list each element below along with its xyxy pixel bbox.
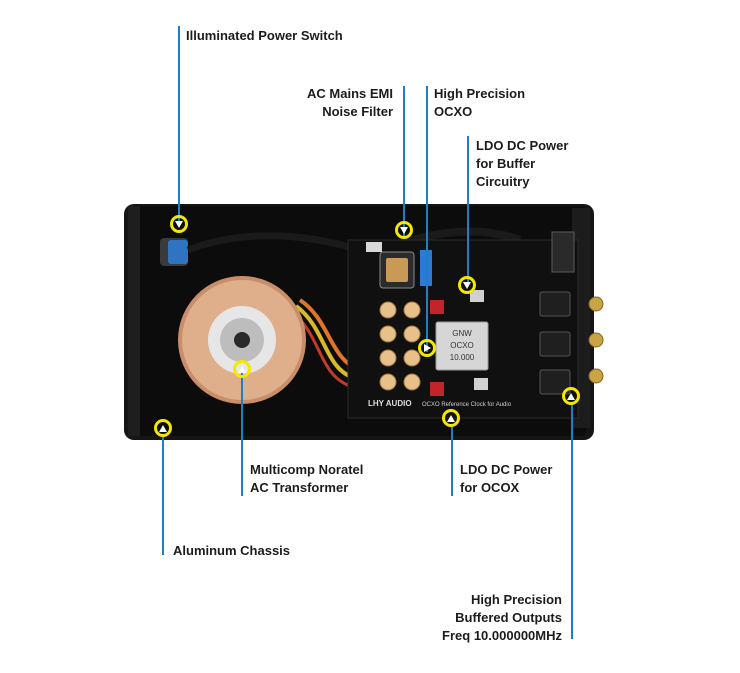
line-ocxo	[426, 86, 428, 352]
silk-brand: LHY AUDIO	[368, 399, 412, 408]
callout-ldo-ocxo: LDO DC Power for OCOX	[460, 462, 553, 495]
callout-power-switch: Illuminated Power Switch	[186, 28, 343, 43]
marker-chassis	[154, 419, 172, 437]
ocxo-can	[435, 321, 489, 371]
marker-ldo-buffer	[458, 276, 476, 294]
callout-transformer: Multicomp Noratel AC Transformer	[250, 462, 364, 495]
marker-power-switch	[170, 215, 188, 233]
wire-bundle-1	[186, 232, 362, 254]
connector-1	[366, 242, 382, 252]
ldo-can-2	[474, 378, 488, 390]
line-emi-filter	[403, 86, 405, 236]
marker-outputs	[562, 387, 580, 405]
emi-filter-coil	[386, 258, 408, 282]
output-transformer-3	[539, 369, 571, 395]
line-ldo-buffer	[467, 136, 469, 286]
line-chassis	[162, 437, 164, 555]
ldo-regulator-1	[430, 300, 444, 314]
callout-ocxo: High Precision OCXO	[434, 86, 526, 119]
marker-transformer	[233, 360, 251, 378]
callout-chassis: Aluminum Chassis	[173, 543, 291, 558]
line-outputs	[571, 403, 573, 639]
output-transformer-1	[539, 291, 571, 317]
ocxo-label-3: 10.000	[450, 353, 475, 362]
output-transformer-2	[539, 331, 571, 357]
marker-ldo-ocxo	[442, 409, 460, 427]
marker-emi-filter	[395, 221, 413, 239]
ocxo-label-1: GNW	[452, 329, 472, 338]
line-transformer	[241, 370, 243, 496]
ldo-regulator-2	[430, 382, 444, 396]
callout-ldo-buffer: LDO DC Power for Buffer Circuitry	[476, 138, 569, 189]
line-ldo-ocxo	[451, 426, 453, 496]
marker-ocxo	[418, 339, 436, 357]
front-panel	[128, 206, 140, 436]
wire-yellow	[294, 304, 355, 380]
ldo-can-1	[470, 290, 484, 302]
callout-emi-filter: AC Mains EMI Noise Filter	[307, 86, 393, 119]
power-inlet	[551, 231, 575, 273]
silk-title: OCXO Reference Clock for Audio	[422, 402, 512, 408]
ocxo-label-2: OCXO	[450, 341, 474, 350]
line-power-switch	[178, 26, 180, 222]
callout-outputs: High Precision Buffered Outputs Freq 10.…	[442, 592, 562, 643]
capacitor-bank	[379, 301, 421, 391]
bnc-outputs	[588, 296, 604, 384]
transformer-bolt	[234, 332, 250, 348]
power-switch-lamp	[168, 240, 188, 264]
